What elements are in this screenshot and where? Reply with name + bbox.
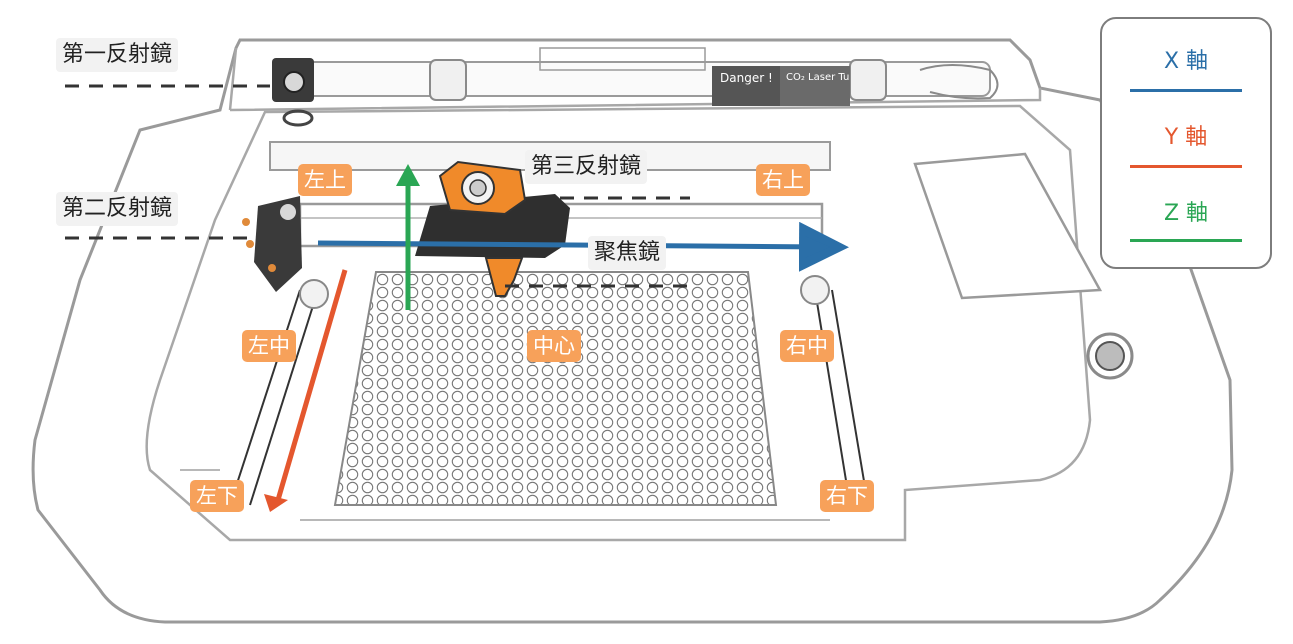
left-roller: [299, 279, 329, 309]
y-axis-arrow: [275, 269, 348, 501]
position-top-left: 左上: [298, 164, 352, 196]
inner-ledge: [180, 469, 830, 521]
callout-focus-lens: 聚焦鏡: [588, 236, 667, 270]
axis-legend: X 軸 Y 軸 Z 軸: [1100, 17, 1272, 269]
right-rail-b: [831, 289, 869, 506]
legend-z-label: Z 軸: [1163, 201, 1209, 226]
y-axis-arrowhead: [264, 494, 288, 512]
legend-z-line: [1130, 239, 1242, 242]
legend-x: X 軸: [1102, 49, 1270, 75]
legend-y-label: Y 軸: [1164, 125, 1208, 150]
x-axis-arrowhead: [805, 236, 830, 258]
hose-right: [919, 64, 999, 100]
second-mirror: [242, 196, 302, 292]
work-bay-outline: [145, 104, 1092, 542]
callout-third-mirror: 第三反射鏡: [525, 150, 648, 184]
callout-first-mirror: 第一反射鏡: [56, 38, 179, 72]
legend-x-line: [1130, 89, 1242, 92]
callout-second-mirror: 第二反射鏡: [56, 192, 179, 226]
position-mid-left: 左中: [242, 330, 296, 362]
legend-x-label: X 軸: [1163, 49, 1209, 74]
position-top-right: 右上: [756, 164, 810, 196]
power-button-inner: [1095, 341, 1125, 371]
right-rail-a: [814, 289, 851, 506]
position-bottom-left: 左下: [190, 480, 244, 512]
machine-rim: [228, 47, 1042, 112]
tube-bracket: [539, 47, 706, 71]
tube-end-right: [849, 59, 887, 101]
tube-warning-text: Danger !: [720, 71, 773, 85]
position-mid-right: 右中: [780, 330, 834, 362]
first-mirror-base: [282, 109, 314, 127]
left-rail-a: [229, 289, 301, 506]
left-rail-b: [249, 289, 319, 506]
tube-name-label: [780, 66, 850, 106]
honeycomb-bed: [333, 271, 778, 506]
right-roller: [800, 275, 830, 305]
legend-y-line: [1130, 165, 1242, 168]
z-axis-arrowhead: [396, 164, 420, 186]
tube-end-left: [429, 59, 467, 101]
x-axis-arrow: [317, 221, 849, 272]
legend-y: Y 軸: [1102, 125, 1270, 151]
position-bottom-right: 右下: [820, 480, 874, 512]
position-center: 中心: [527, 330, 581, 362]
first-mirror-lens: [283, 71, 305, 93]
lid-window: [913, 152, 1103, 300]
tube-name-text: CO₂ Laser Tu: [786, 72, 849, 83]
legend-z: Z 軸: [1102, 201, 1270, 227]
